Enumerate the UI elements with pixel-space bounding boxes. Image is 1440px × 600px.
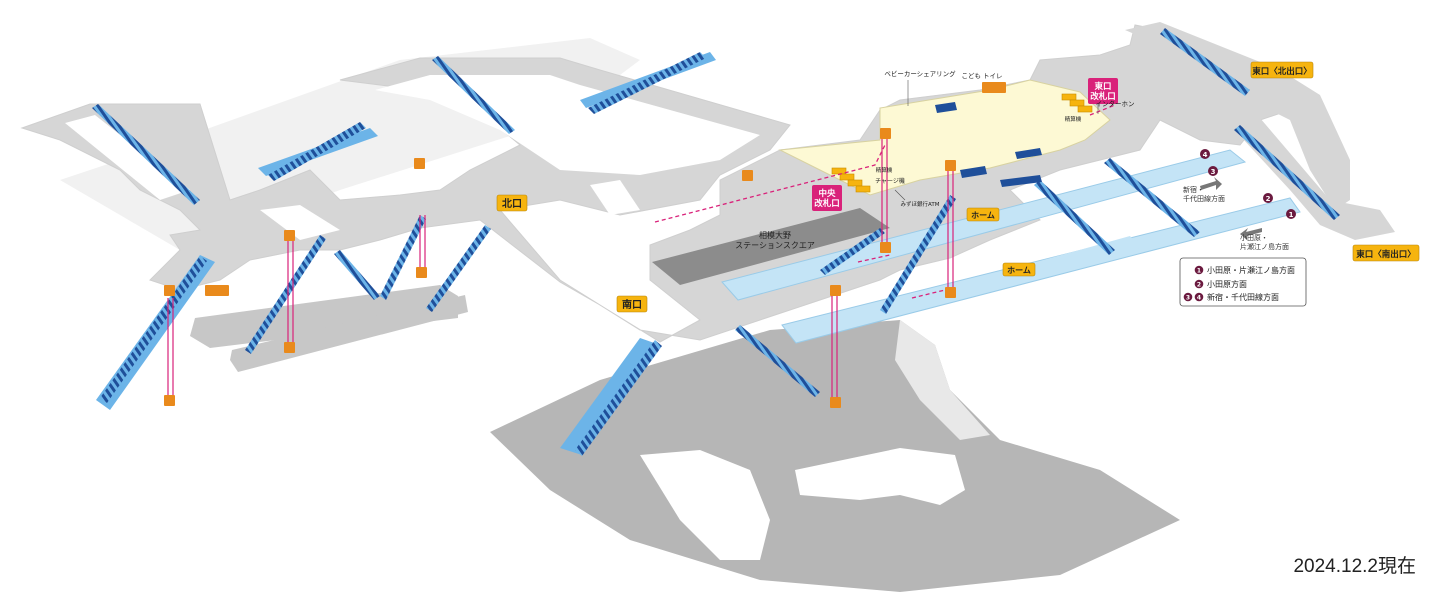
central-gate-line1: 中央 [818,188,836,199]
ticket-machines [831,93,1093,193]
toilet-icon [205,285,229,296]
platform-lower-side [1000,236,1140,286]
elevator-icon [284,342,295,353]
concourse-hole-1 [65,115,190,200]
elevator-icon [164,285,175,296]
concourse-hole-4 [590,180,640,215]
label-east-north: 東口〈北出口〉 [1250,61,1314,79]
concourse-hole-2 [375,75,760,175]
as-of-date: 2024.12.2現在 [1293,556,1416,577]
south-exit-text: 南口 [622,298,642,311]
kids-toilet-label: こども トイレ [961,72,1002,80]
legend-mark: 4 [1197,295,1201,302]
dir-upper-1: 新宿・ [1183,185,1204,194]
elevator-icon [830,397,841,408]
label-north-exit: 北口 [496,194,528,212]
east-walkway [1125,22,1350,210]
legend-text-2: 小田原方面 [1207,279,1247,289]
legend-mark: 2 [1197,282,1201,289]
intercom-label: インターホン [1096,99,1135,108]
elevator-icon [742,170,753,181]
elevator-icon [164,395,175,406]
dir-lower-2: 片瀬江ノ島方面 [1240,242,1289,251]
elevator-icon [945,287,956,298]
routes [654,104,1116,299]
east-gate-line1: 東口 [1094,81,1111,92]
ticket-label-1: 精算機 [876,166,893,174]
label-home-upper: ホーム [966,207,1000,222]
dir-upper-2: 千代田線方面 [1183,194,1225,203]
legend-text-3: 新宿・千代田線方面 [1207,292,1279,302]
arrow-icon [1240,228,1262,240]
plaza-island [795,448,965,505]
platform-markers: 4 3 2 1 [1200,149,1296,219]
elevator-icon [284,230,295,241]
bus-plaza [490,320,1180,592]
platform-upper [721,149,1247,301]
east-south-text: 東口〈南出口〉 [1356,249,1416,260]
label-south-exit: 南口 [616,295,648,313]
elevator-icon [880,242,891,253]
legend: 1 小田原・片瀬江ノ島方面 2 小田原方面 3 4 新宿・千代田線方面 [1179,257,1307,307]
legend-text-1: 小田原・片瀬江ノ島方面 [1207,265,1295,275]
plaza-inner [640,450,770,560]
central-gate-line2: 改札口 [814,198,840,209]
stroller-label: ベビーカーシェアリング [884,69,956,78]
elevator-icon [945,160,956,171]
charge-label: チャージ機 [875,177,905,185]
station-square [652,208,890,285]
elevator-shafts [167,137,954,398]
east-walkway-2 [1230,118,1395,240]
toilet-icon [982,82,1006,93]
platform-number: 3 [1211,168,1216,176]
square-line2: ステーションスクエア [735,241,815,250]
platform-number: 1 [1289,211,1294,219]
atm-label: みずほ銀行ATM [901,200,940,208]
platform-number: 4 [1203,151,1208,159]
square-line1: 相模大野 [759,230,791,240]
label-central-gate: 中央 改札口 [812,185,842,211]
paid-area [778,79,1111,196]
stairs [92,28,1340,456]
elevator-icon [880,128,891,139]
platform-number: 2 [1266,195,1271,203]
east-gate-line2: 改札口 [1090,91,1116,102]
elevator-icon [414,158,425,169]
ticket-label-2: 精算機 [1065,115,1082,123]
leader-line [894,189,906,201]
elevator-icon [830,285,841,296]
home-lower-text: ホーム [1007,266,1031,275]
legend-mark: 1 [1197,268,1201,275]
elevator-icons [164,82,1006,408]
north-exit-text: 北口 [502,197,522,210]
east-north-text: 東口〈北出口〉 [1252,66,1312,77]
label-east-south: 東口〈南出口〉 [1352,244,1420,262]
escalator-3 [560,338,660,455]
concourse-hole-3 [260,205,340,240]
label-east-gate: 東口 改札口 [1088,78,1118,104]
arrow-icon [1200,177,1222,190]
legend-mark: 3 [1186,295,1190,302]
home-upper-text: ホーム [971,211,995,220]
dir-lower-1: 小田原・ [1240,233,1268,242]
label-home-lower: ホーム [1002,262,1036,277]
plaza-light [895,320,990,440]
elevator-icon [416,267,427,278]
